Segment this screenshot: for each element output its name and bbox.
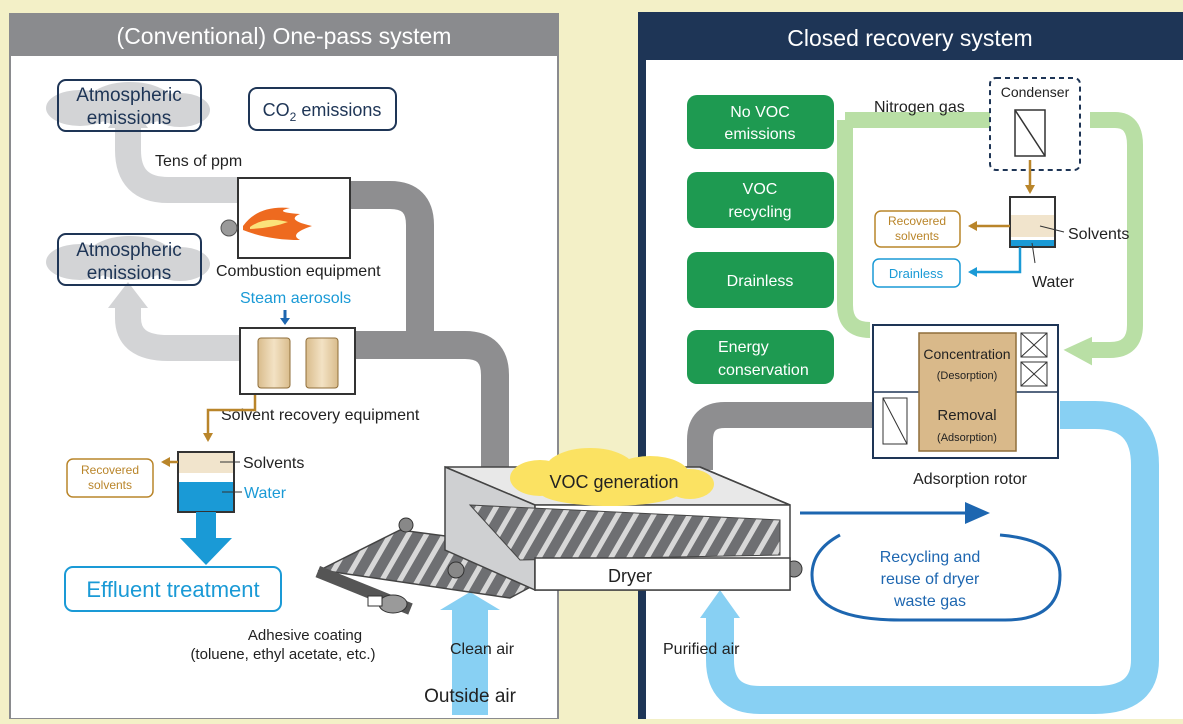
recycle-loop bbox=[810, 533, 1062, 622]
tank-solvents-label: Solvents bbox=[243, 455, 304, 472]
voc-generation-label: VOC generation bbox=[549, 472, 678, 492]
atmospheric-label-1b: emissions bbox=[87, 108, 171, 129]
right-drainless-tag bbox=[872, 258, 961, 288]
duct-main bbox=[340, 331, 509, 470]
benefit-energy bbox=[687, 330, 834, 384]
effluent-arrow bbox=[180, 512, 232, 565]
solvent-recovery-label: Solvent recovery equipment bbox=[221, 407, 420, 424]
burner-nozzle-icon bbox=[220, 219, 238, 237]
combustion-label: Combustion equipment bbox=[216, 263, 381, 280]
solvent-flow-pipe bbox=[203, 395, 257, 442]
benefit-no-voc-a: No VOC bbox=[730, 104, 790, 121]
right-recovered-b: solvents bbox=[895, 229, 939, 243]
removal-label: Removal bbox=[937, 407, 996, 424]
right-panel-title: Closed recovery system bbox=[787, 25, 1032, 51]
right-drainless-label: Drainless bbox=[889, 266, 944, 281]
benefit-no-voc-b: emissions bbox=[724, 126, 795, 143]
voc-generation-cloud bbox=[510, 448, 714, 506]
effluent-treatment-label: Effluent treatment bbox=[86, 577, 259, 602]
rotor-valve-icon-1 bbox=[1020, 332, 1048, 358]
condenser-label: Condenser bbox=[1001, 84, 1070, 100]
atmospheric-cloud-1 bbox=[46, 79, 210, 132]
right-recovered-a: Recovered bbox=[888, 214, 946, 228]
atmospheric-label-1a: Atmospheric bbox=[76, 85, 182, 106]
exhaust-duct-top bbox=[115, 125, 240, 203]
adhesive-label-b: (toluene, ethyl acetate, etc.) bbox=[190, 646, 375, 663]
benefit-voc-recycling-a: VOC bbox=[743, 181, 778, 198]
right-solvents-label: Solvents bbox=[1068, 226, 1129, 243]
adsorption-rotor-label: Adsorption rotor bbox=[913, 471, 1028, 488]
exhaust-duct-bottom bbox=[115, 305, 240, 361]
purified-air-label: Purified air bbox=[663, 641, 740, 658]
clean-air-label: Clean air bbox=[450, 641, 515, 658]
recovery-vessel-2 bbox=[305, 337, 339, 389]
recovery-vessel-1 bbox=[257, 337, 291, 389]
benefit-energy-b: conservation bbox=[718, 362, 809, 379]
clean-air-arrow bbox=[440, 592, 500, 715]
duct-to-rotor bbox=[687, 402, 880, 470]
benefit-drainless bbox=[687, 252, 834, 308]
desorption-label: (Desorption) bbox=[937, 370, 998, 382]
recycling-a: Recycling and bbox=[880, 549, 981, 566]
duct-to-combustion bbox=[345, 181, 434, 345]
benefit-energy-a: Energy bbox=[718, 339, 769, 356]
benefit-no-voc bbox=[687, 95, 834, 149]
adsorption-label: (Adsorption) bbox=[937, 432, 997, 444]
outside-air-label: Outside air bbox=[424, 686, 517, 707]
concentration-label: Concentration bbox=[923, 346, 1010, 362]
exhaust-arrow-bottom bbox=[108, 282, 148, 308]
nitrogen-loop bbox=[845, 112, 1143, 358]
recovered-solvents-tag bbox=[66, 458, 154, 498]
nitrogen-loop-left bbox=[836, 119, 871, 338]
recycling-b: reuse of dryer bbox=[881, 571, 980, 588]
tens-of-ppm-label: Tens of ppm bbox=[155, 153, 242, 170]
right-water-label: Water bbox=[1032, 274, 1075, 291]
recycle-arrowhead bbox=[965, 502, 990, 524]
effluent-treatment-box bbox=[64, 566, 282, 612]
rotor-filter-icon bbox=[882, 397, 908, 445]
dryer-label-panel bbox=[534, 557, 791, 591]
atmospheric-cloud-2 bbox=[46, 233, 210, 286]
nitrogen-gas-label: Nitrogen gas bbox=[874, 99, 965, 116]
left-panel-title: (Conventional) One-pass system bbox=[117, 23, 452, 49]
tank-water-label: Water bbox=[244, 485, 287, 502]
left-panel-header bbox=[10, 14, 558, 56]
recycling-c: waste gas bbox=[893, 593, 966, 610]
co2-label: CO2 emissions bbox=[263, 100, 382, 124]
rotor-core bbox=[918, 332, 1017, 452]
purified-air-loop bbox=[706, 401, 1159, 714]
recovered-solvents-b: solvents bbox=[88, 478, 132, 492]
nitrogen-arrowhead bbox=[1063, 336, 1092, 366]
right-recovered-tag bbox=[874, 210, 961, 248]
purified-air-arrowhead bbox=[700, 590, 740, 618]
recovered-solvents-a: Recovered bbox=[81, 463, 139, 477]
benefit-voc-recycling-b: recycling bbox=[728, 204, 791, 221]
dryer-label: Dryer bbox=[608, 566, 652, 586]
benefit-drainless-a: Drainless bbox=[727, 273, 794, 290]
right-drain-arrow bbox=[968, 247, 1022, 277]
flame-core-icon bbox=[250, 219, 288, 229]
atmospheric-label-2a: Atmospheric bbox=[76, 240, 182, 261]
steam-aerosols-label: Steam aerosols bbox=[240, 290, 351, 307]
benefit-voc-recycling bbox=[687, 172, 834, 228]
co2-box bbox=[248, 87, 397, 131]
rotor-valve-icon-2 bbox=[1020, 361, 1048, 387]
atmospheric-label-2b: emissions bbox=[87, 263, 171, 284]
adhesive-label-a: Adhesive coating bbox=[248, 627, 362, 644]
